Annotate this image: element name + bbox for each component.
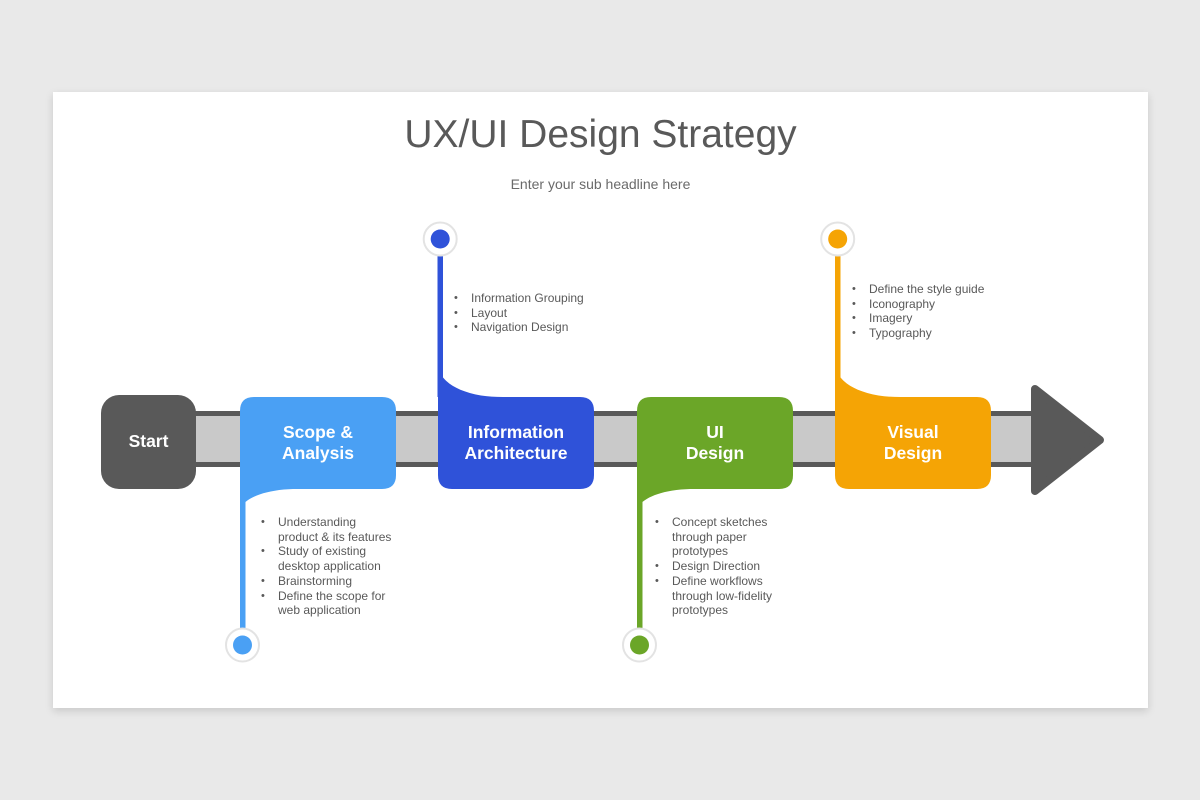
milestone-box-ui: [637, 397, 793, 489]
bullet-text: Concept sketches through paper prototype…: [672, 515, 768, 559]
callout-list-scope: • Understanding product & its features • S…: [261, 515, 431, 618]
bullet-text: Imagery: [869, 311, 913, 326]
bullet-icon: •: [454, 321, 458, 334]
bullet-text: Define the scope for web application: [278, 588, 386, 618]
bullet-item: • Layout: [454, 306, 624, 321]
bullet-item: • Study of existing desktop application: [261, 544, 431, 573]
timeline-diagram: [101, 221, 1104, 663]
bullet-icon: •: [454, 306, 458, 319]
marker-dot-visual: [828, 229, 848, 249]
bullet-text: Navigation Design: [471, 320, 569, 335]
bullet-icon: •: [261, 516, 265, 528]
bullet-item: • Concept sketches through paper prototyp…: [655, 515, 825, 559]
start-box: [101, 395, 196, 489]
bullet-item: • Define the style guide: [852, 282, 1022, 297]
bullet-item: • Imagery: [852, 311, 1022, 326]
bullet-item: • Brainstorming: [261, 574, 431, 589]
bullet-icon: •: [655, 574, 659, 587]
milestone-label-scope: Scope & Analysis: [282, 421, 354, 464]
bullet-text: Study of existing desktop application: [278, 544, 381, 574]
callout-list-ui: • Concept sketches through paper prototyp…: [655, 515, 825, 618]
bullet-item: • Define the scope for web application: [261, 589, 431, 618]
connector-line-ia: [437, 255, 443, 397]
milestone-label-visual: Visual Design: [883, 421, 943, 464]
bullet-text: Design Direction: [672, 559, 761, 574]
milestone-box-visual: [835, 397, 991, 489]
bullet-text: Define workflows through low-fidelity pr…: [672, 573, 773, 618]
milestone-box-ia: [438, 397, 594, 489]
callout-tail-visual: [835, 368, 901, 397]
bullet-text: Understanding product & its features: [278, 515, 392, 544]
bullet-icon: •: [852, 283, 856, 295]
timeline-arrowhead-icon: [1031, 385, 1104, 495]
slide-title: UX/UI Design Strategy: [404, 113, 797, 156]
bullet-text: Brainstorming: [278, 573, 353, 588]
callout-tail-ui: [637, 489, 690, 508]
milestone-label-ui: UI Design: [685, 421, 745, 464]
bullet-item: • Define workflows through low-fidelity p…: [655, 574, 825, 618]
connector-line-ui: [637, 489, 643, 629]
bullet-item: • Understanding product & its features: [261, 515, 431, 544]
callout-list-ia: • Information Grouping • Layout • Navigatio…: [454, 291, 624, 335]
bullet-icon: •: [261, 574, 265, 587]
bullet-item: • Information Grouping: [454, 291, 624, 306]
bullet-icon: •: [655, 560, 659, 573]
bullet-icon: •: [852, 327, 856, 340]
slide-subtitle: Enter your sub headline here: [510, 176, 691, 192]
connector-line-visual: [835, 255, 841, 397]
slide-canvas: UX/UI Design Strategy Enter your sub hea…: [53, 92, 1148, 708]
bullet-text: Layout: [471, 305, 508, 320]
bullet-item: • Iconography: [852, 297, 1022, 312]
bullet-text: Information Grouping: [471, 291, 584, 305]
bullet-icon: •: [261, 589, 265, 602]
bullet-icon: •: [655, 516, 659, 528]
bullet-icon: •: [261, 545, 265, 558]
milestone-label-ia: Information Architecture: [464, 421, 568, 464]
bullet-item: • Design Direction: [655, 559, 825, 574]
marker-dot-ia: [430, 229, 450, 249]
callout-list-visual: • Define the style guide • Iconography • Im…: [852, 282, 1022, 341]
bullet-icon: •: [852, 312, 856, 325]
callout-tail-scope: [240, 489, 293, 508]
bullet-item: • Typography: [852, 326, 1022, 341]
connector-line-scope: [240, 489, 246, 629]
bullet-item: • Navigation Design: [454, 320, 624, 335]
callout-tail-ia: [437, 368, 503, 397]
bullet-text: Iconography: [869, 296, 936, 311]
milestone-box-scope: [240, 397, 396, 489]
start-label: Start: [128, 431, 169, 452]
bullet-text: Define the style guide: [869, 282, 985, 296]
marker-dot-scope: [233, 635, 252, 655]
bullet-icon: •: [852, 297, 856, 310]
marker-dot-ui: [630, 635, 649, 655]
bullet-icon: •: [454, 292, 458, 304]
bullet-text: Typography: [869, 326, 932, 341]
